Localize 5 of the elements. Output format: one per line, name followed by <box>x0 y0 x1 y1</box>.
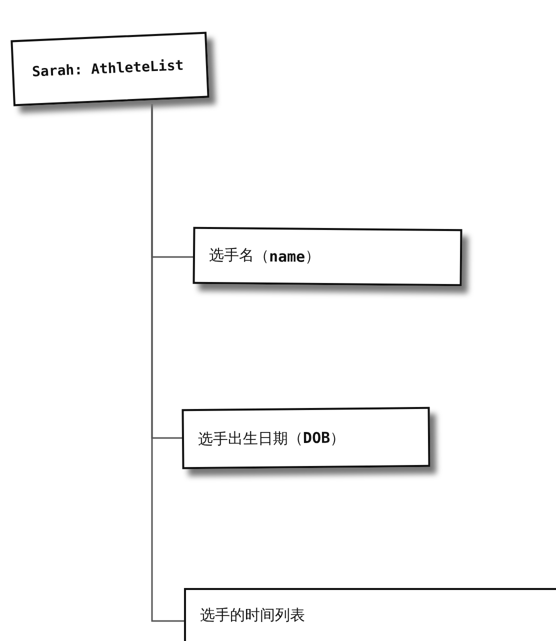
attribute-box: 选手出生日期（DOB） <box>182 406 430 470</box>
attribute-box: 选手的时间列表 <box>184 588 556 641</box>
attribute-box: 选手名（name） <box>192 226 462 286</box>
connector-line <box>151 104 184 622</box>
object-box: Sarah: AthleteList <box>10 32 210 106</box>
